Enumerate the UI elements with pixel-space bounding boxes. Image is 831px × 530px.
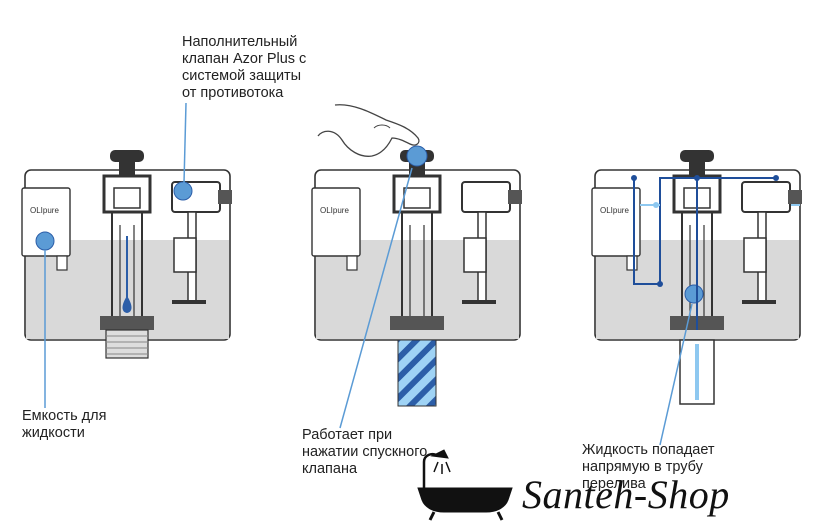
- liquid-container: [21, 187, 71, 257]
- overflow-marker: [684, 284, 704, 304]
- fill-valve-label: Наполнительный клапан Azor Plus с систем…: [182, 34, 307, 101]
- fill-valve-marker: [173, 181, 193, 201]
- container-label: Емкость для жидкости: [22, 408, 107, 441]
- water-drop-icon: [122, 296, 132, 313]
- hand-icon: [317, 104, 420, 157]
- container-marker: [35, 231, 55, 251]
- container-brand-label: OLIpure: [320, 206, 349, 215]
- container-brand-label: OLIpure: [600, 206, 629, 215]
- flush-water-stream: [397, 339, 437, 407]
- liquid-container: [311, 187, 361, 257]
- flush-press-label: Работает при нажатии спускного клапана: [302, 427, 428, 477]
- flush-button-marker: [406, 145, 428, 167]
- tank-panel-3: OLIpure: [591, 150, 802, 405]
- liquid-container: [591, 187, 641, 257]
- leader-lines: [44, 102, 693, 446]
- overflow-label: Жидкость попадает напрямую в трубу перел…: [582, 442, 715, 492]
- shower-icon: [430, 449, 451, 474]
- container-brand-label: OLIpure: [30, 206, 59, 215]
- tank-panel-2: OLIpure: [311, 104, 522, 407]
- tank-panel-1: OLIpure: [21, 150, 232, 359]
- watermark-brand: Santeh-Shop: [522, 472, 730, 517]
